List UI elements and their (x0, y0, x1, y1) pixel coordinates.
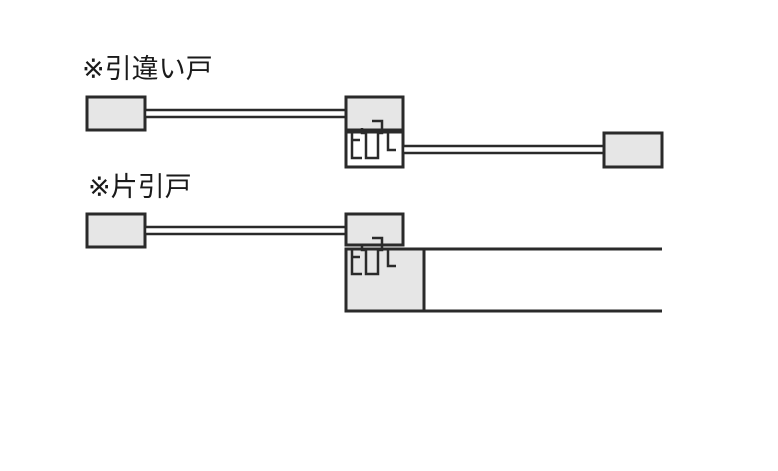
label-double-sliding-door: ※引違い戸 (82, 54, 213, 85)
label-single-sliding-door: ※片引戸 (88, 172, 192, 203)
interlock-detail-2 (350, 236, 396, 276)
sash-rail-2 (143, 225, 352, 236)
interlock-detail (350, 119, 396, 160)
upper-sash-rail (143, 108, 352, 119)
double-sliding-diagram (85, 95, 664, 169)
pocket-block (344, 247, 426, 313)
center-stile-2 (344, 212, 405, 247)
left-jamb (85, 95, 147, 132)
right-jamb (602, 131, 664, 169)
left-jamb-2 (85, 212, 147, 249)
center-stile-upper (344, 95, 405, 132)
single-sliding-diagram (85, 212, 662, 313)
lower-sash-rail (401, 144, 610, 155)
